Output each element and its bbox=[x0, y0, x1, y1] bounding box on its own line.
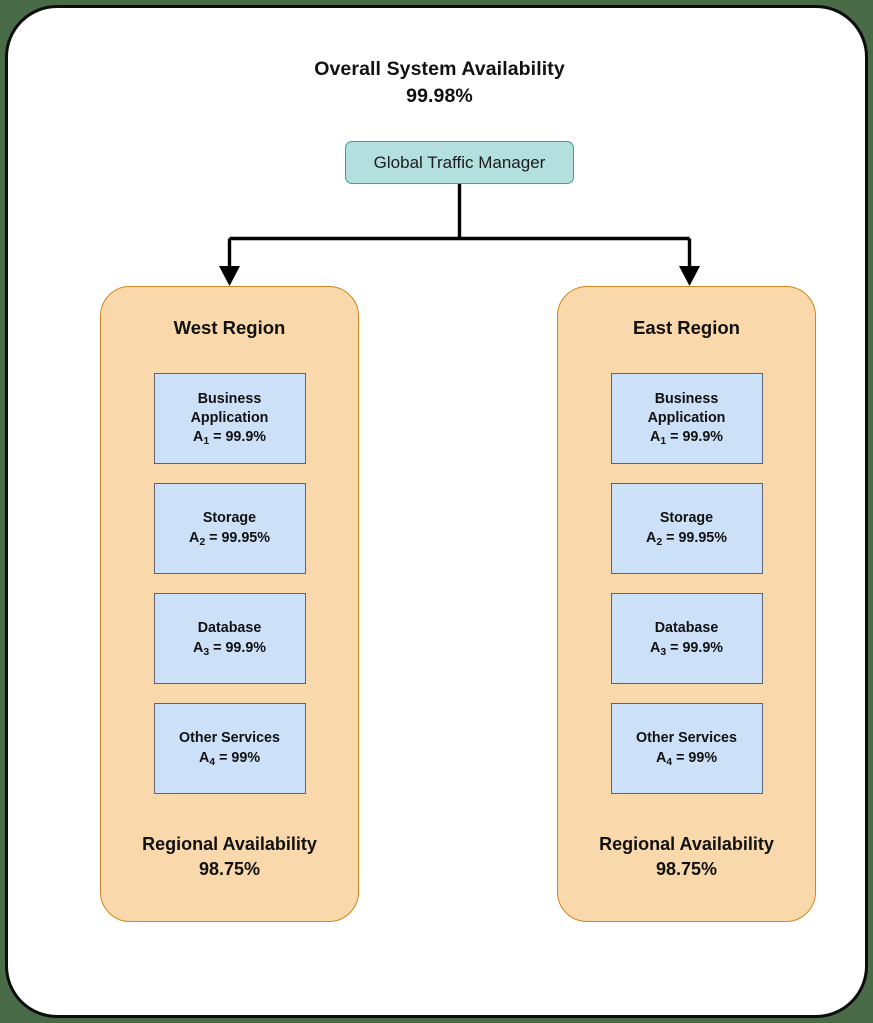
global-traffic-manager-node[interactable]: Global Traffic Manager bbox=[345, 141, 574, 184]
component-name: Storage bbox=[659, 510, 714, 527]
component-box-business-application-west[interactable]: Business Application A1 = 99.9% bbox=[153, 373, 306, 464]
region-title-east: East Region bbox=[633, 317, 740, 338]
region-title-west: West Region bbox=[173, 317, 286, 338]
component-box-storage-east[interactable]: Storage A2 = 99.95% bbox=[610, 483, 763, 574]
component-name: Other Services bbox=[179, 730, 280, 747]
component-metric: A1 = 99.9% bbox=[192, 429, 266, 448]
diagram-frame: Overall System Availability 99.98% Globa… bbox=[5, 5, 868, 1018]
component-name: Storage bbox=[202, 510, 257, 527]
component-name: Database bbox=[197, 620, 262, 637]
regional-availability-east: Regional Availability 98.75% bbox=[558, 832, 815, 883]
component-name: Business Application bbox=[647, 390, 726, 426]
component-metric: A4 = 99% bbox=[655, 750, 718, 768]
region-container-east[interactable]: East Region Business Application A1 = 99… bbox=[557, 286, 816, 922]
page-title: Overall System Availability 99.98% bbox=[8, 56, 865, 110]
component-name: Database bbox=[654, 620, 719, 637]
overall-availability-value: 99.98% bbox=[406, 84, 473, 107]
overall-availability-label: Overall System Availability bbox=[314, 58, 565, 80]
component-name: Other Services bbox=[636, 730, 737, 747]
global-traffic-manager-label: Global Traffic Manager bbox=[373, 152, 546, 172]
component-metric: A1 = 99.9% bbox=[649, 429, 723, 448]
regional-availability-west: Regional Availability 98.75% bbox=[101, 832, 358, 883]
component-box-business-application-east[interactable]: Business Application A1 = 99.9% bbox=[610, 373, 763, 464]
regional-availability-label: Regional Availability bbox=[599, 833, 774, 854]
component-box-other-services-west[interactable]: Other Services A4 = 99% bbox=[153, 703, 306, 794]
arrowhead-east-icon bbox=[679, 266, 700, 286]
component-list-west: Business Application A1 = 99.9% Storage … bbox=[101, 373, 358, 813]
component-metric: A4 = 99% bbox=[198, 750, 261, 768]
regional-availability-label: Regional Availability bbox=[142, 833, 317, 854]
regional-availability-value: 98.75% bbox=[198, 859, 261, 880]
component-list-east: Business Application A1 = 99.9% Storage … bbox=[558, 373, 815, 813]
region-container-west[interactable]: West Region Business Application A1 = 99… bbox=[100, 286, 359, 922]
component-box-storage-west[interactable]: Storage A2 = 99.95% bbox=[153, 483, 306, 574]
component-metric: A3 = 99.9% bbox=[649, 640, 723, 658]
component-metric: A2 = 99.95% bbox=[646, 530, 727, 548]
component-box-other-services-east[interactable]: Other Services A4 = 99% bbox=[610, 703, 763, 794]
component-metric: A2 = 99.95% bbox=[189, 530, 270, 548]
regional-availability-value: 98.75% bbox=[655, 859, 718, 880]
component-box-database-east[interactable]: Database A3 = 99.9% bbox=[610, 593, 763, 684]
component-name: Business Application bbox=[190, 390, 269, 426]
component-box-database-west[interactable]: Database A3 = 99.9% bbox=[153, 593, 306, 684]
component-metric: A3 = 99.9% bbox=[192, 640, 266, 658]
arrowhead-west-icon bbox=[219, 266, 240, 286]
